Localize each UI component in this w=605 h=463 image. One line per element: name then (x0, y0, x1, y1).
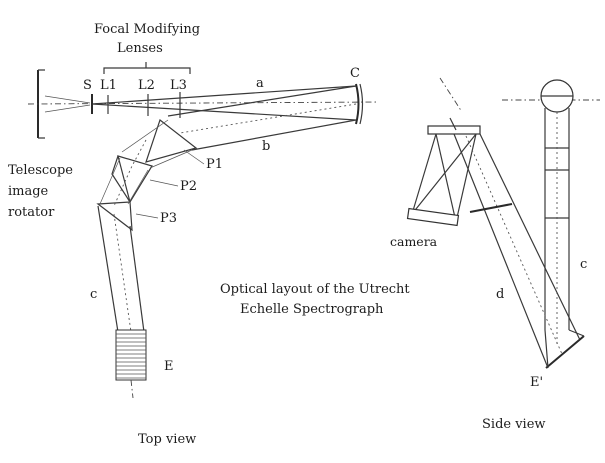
side-view-label: Side view (482, 417, 546, 432)
prism-P2 (117, 155, 153, 204)
beam-b (167, 85, 357, 117)
collimator-mirror (355, 83, 360, 125)
side-beam-c (544, 108, 570, 330)
telescope-label-line3: rotator (8, 205, 55, 220)
prism-P3 (96, 201, 133, 232)
label-P1: P1 (206, 157, 223, 172)
side-view-drawing (406, 77, 600, 369)
focal-lenses-label-line1: Focal Modifying (94, 22, 200, 37)
label-E-side: E' (530, 375, 543, 390)
top-view-drawing (27, 62, 379, 399)
beam-c (97, 205, 119, 333)
echelle-grating (115, 329, 147, 381)
focal-lenses-label-line2: Lenses (117, 41, 163, 56)
label-b: b (262, 139, 270, 154)
beam-a (91, 85, 357, 105)
label-L3: L3 (170, 78, 187, 93)
label-S: S (83, 78, 92, 93)
label-c-side: c (580, 257, 587, 272)
label-C: C (350, 66, 360, 81)
side-camera (411, 133, 477, 223)
label-d: d (496, 287, 504, 302)
beam-to-slit (44, 95, 91, 113)
prism-P1 (145, 119, 198, 163)
label-a: a (256, 76, 264, 91)
label-P3: P3 (160, 211, 177, 226)
focal-lenses-bracket (103, 62, 191, 74)
label-camera: camera (390, 234, 438, 249)
telescope-label-line1: Telescope (8, 163, 73, 178)
top-view-label: Top view (138, 432, 196, 447)
label-L2: L2 (138, 78, 155, 93)
side-echelle (545, 335, 585, 369)
optical-axis (27, 101, 379, 105)
caption-line1: Optical layout of the Utrecht (220, 282, 410, 297)
label-P2: P2 (180, 179, 197, 194)
side-beam-d (453, 133, 581, 369)
label-c-top: c (90, 287, 97, 302)
caption-line2: Echelle Spectrograph (240, 302, 384, 317)
label-E-top: E (164, 359, 174, 374)
telescope-label-line2: image (8, 184, 49, 199)
label-L1: L1 (100, 78, 117, 93)
